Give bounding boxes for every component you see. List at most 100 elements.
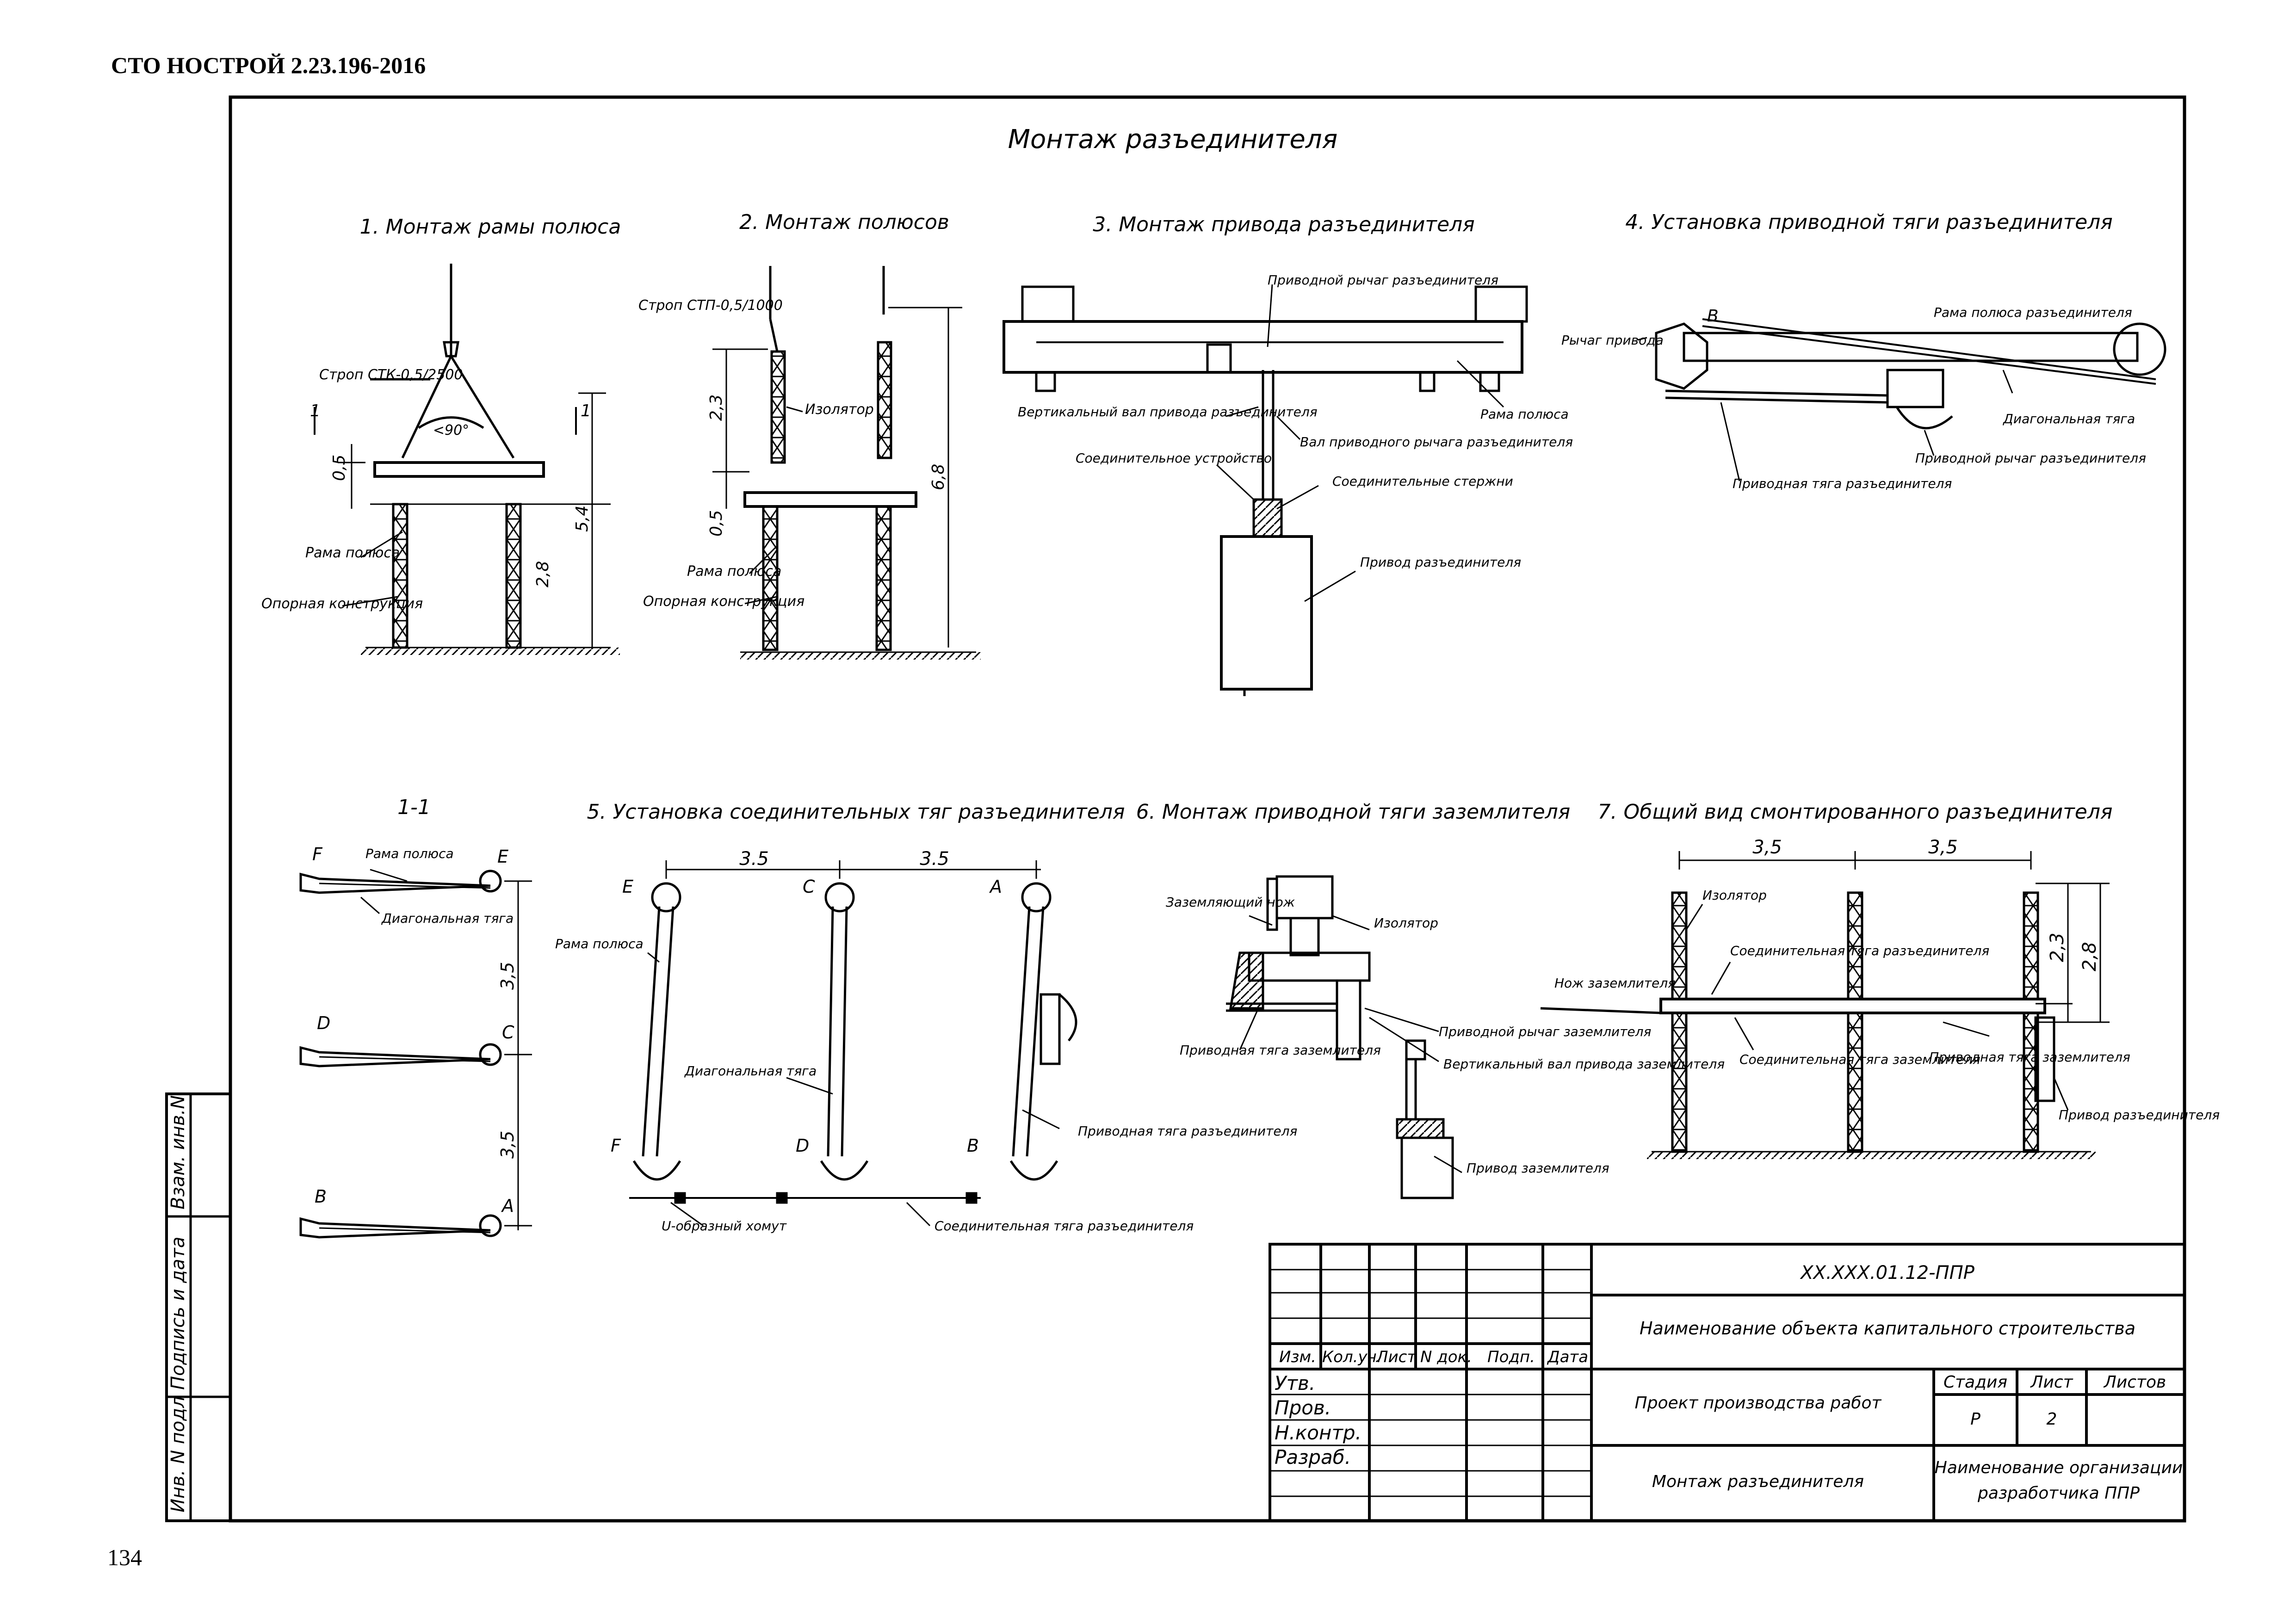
fig11-letter-d: D [317, 1013, 330, 1033]
fig7-earth-knife: Нож заземлителя [1554, 975, 1676, 991]
fig1-dim-28: 2,8 [533, 561, 552, 587]
tb-stage: Р [1970, 1410, 1980, 1429]
fig6-drive: Привод заземлителя [1467, 1160, 1609, 1176]
fig5-dim-1: 3.5 [739, 848, 769, 870]
fig5-diagonal: Диагональная тяга [684, 1063, 817, 1079]
tb-role-utv: Утв. [1275, 1372, 1315, 1395]
fig11-letter-a: A [501, 1196, 514, 1216]
fig4-point: В [1707, 307, 1719, 326]
fig2-pole-assembly [712, 266, 981, 660]
fig4-drive-rod [1637, 318, 2166, 481]
fig4-frame: Рама полюса разъединителя [1934, 305, 2132, 320]
fig1-section-right: 1 [581, 401, 591, 420]
fig7-drive: Привод разъединителя [2059, 1107, 2220, 1123]
fig1-dim-54: 5,4 [573, 506, 592, 532]
fig4-drive-rod: Приводная тяга разъединителя [1733, 476, 1952, 491]
fig6-drive-rod: Приводная тяга заземлителя [1180, 1043, 1381, 1058]
title-block [1269, 1243, 2186, 1522]
tb-col-data: Дата [1547, 1348, 1588, 1366]
fig2-sling: Строп СТП-0,5/1000 [638, 297, 783, 314]
side-stamp-repl: Взам. инв.N [167, 1095, 189, 1210]
sheet-frame [229, 95, 2186, 1523]
fig5-letter-b: B [967, 1135, 979, 1156]
tb-object: Наименование объекта капитального строит… [1640, 1318, 2135, 1339]
fig7-earth-link: Соединительная тяга заземлителя [1739, 1052, 1980, 1067]
fig11-frame: Рама полюса [365, 846, 454, 861]
fig2-dim-68: 6,8 [929, 464, 948, 490]
fig6-knife: Заземляющий нож [1166, 895, 1295, 910]
fig11-letter-e: E [497, 846, 508, 867]
page-number: 134 [107, 1544, 142, 1570]
fig1-angle: <90° [433, 422, 469, 438]
tb-sheet-header: Лист [2030, 1373, 2073, 1392]
tb-sheets-header: Листов [2103, 1373, 2166, 1392]
fig5-letter-a: A [989, 876, 1002, 897]
tb-col-kol: Кол.уч. [1322, 1348, 1382, 1366]
tb-org-2: разработчика ППР [1977, 1484, 2140, 1503]
fig3-coupling: Соединительное устройство [1076, 450, 1272, 466]
side-stamp [165, 1092, 232, 1522]
fig3-lever-shaft: Вал приводного рычага разъединителя [1300, 434, 1573, 450]
side-stamp-inv: Инв. N подл [167, 1396, 189, 1512]
fig5-letter-d: D [796, 1135, 809, 1156]
tb-project: Проект производства работ [1635, 1394, 1882, 1413]
fig5-letter-f: F [611, 1135, 621, 1156]
fig6-title: 6. Монтаж приводной тяги заземлителя [1136, 800, 1571, 824]
fig5-letter-e: E [622, 876, 633, 897]
fig3-drive-lever: Приводной рычаг разъединителя [1268, 272, 1498, 288]
fig6-insulator: Изолятор [1374, 915, 1438, 931]
fig7-earth-rod: Приводная тяга заземлителя [1929, 1049, 2130, 1065]
fig2-dim-23: 2,3 [707, 395, 726, 421]
fig11-letter-c: C [502, 1022, 514, 1043]
fig11-section [299, 869, 532, 1239]
fig5-link-rod: Соединительная тяга разъединителя [934, 1218, 1194, 1234]
fig4-title: 4. Установка приводной тяги разъединител… [1625, 210, 2112, 234]
tb-col-ndoc: N док. [1420, 1348, 1472, 1366]
fig1-frame-assembly [314, 264, 620, 655]
fig11-dim-2: 3,5 [497, 1131, 518, 1159]
fig11-title: 1-1 [397, 796, 431, 819]
tb-drawing: Монтаж разъединителя [1652, 1472, 1864, 1491]
fig1-dim-05: 0,5 [330, 455, 349, 481]
tb-role-razrab: Разраб. [1275, 1446, 1351, 1469]
tb-sheet: 2 [2047, 1410, 2057, 1429]
fig3-title: 3. Монтаж привода разъединителя [1093, 213, 1474, 236]
fig7-dim-1: 3,5 [1752, 837, 1782, 858]
fig2-support: Опорная конструкция [643, 593, 805, 610]
fig5-drive-rod: Приводная тяга разъединителя [1078, 1123, 1297, 1139]
fig7-link-rod: Соединительная тяга разъединителя [1730, 943, 1989, 958]
tb-code: ХХ.ХХХ.01.12-ППР [1800, 1262, 1975, 1284]
tb-col-podp: Подп. [1487, 1348, 1535, 1366]
side-stamp-sign: Подпись и дата [167, 1237, 189, 1390]
fig11-letter-f: F [312, 844, 323, 864]
fig5-link-rods [629, 860, 1077, 1227]
fig2-insulator: Изолятор [805, 401, 874, 418]
fig5-clamp: U-образный хомут [662, 1218, 787, 1234]
fig1-support: Опорная конструкция [261, 596, 423, 612]
fig11-diagonal: Диагональная тяга [381, 911, 514, 926]
fig1-sling: Строп СТК-0,5/2500 [319, 367, 463, 383]
tb-org-1: Наименование организации [1935, 1458, 2183, 1477]
fig1-title: 1. Монтаж рамы полюса [360, 215, 621, 239]
fig4-drive-lever: Приводной рычаг разъединителя [1915, 450, 2146, 466]
fig3-rods: Соединительные стержни [1332, 474, 1513, 489]
tb-col-izm: Изм. [1279, 1348, 1316, 1366]
fig1-section-left: 1 [310, 401, 321, 420]
fig7-dim-2: 3,5 [1928, 837, 1958, 858]
fig3-vertical-shaft: Вертикальный вал привода разъединителя [1018, 404, 1318, 420]
fig7-dim-4: 2,8 [2079, 942, 2100, 971]
fig11-letter-b: B [315, 1186, 327, 1207]
fig5-frame: Рама полюса [555, 936, 644, 951]
fig7-insulator: Изолятор [1702, 888, 1767, 903]
fig3-drive-assembly [1003, 284, 1528, 696]
fig7-title: 7. Общий вид смонтированного разъедините… [1598, 800, 2113, 824]
fig6-earth-rod [1226, 875, 1462, 1199]
fig7-general-view [1540, 851, 2110, 1159]
fig2-dim-05: 0,5 [707, 510, 726, 537]
tb-role-prov: Пров. [1275, 1396, 1331, 1419]
fig11-dim-1: 3,5 [497, 962, 518, 990]
fig4-diagonal: Диагональная тяга [2002, 411, 2135, 426]
standard-header: СТО НОСТРОЙ 2.23.196-2016 [111, 52, 426, 78]
fig1-frame: Рама полюса [305, 545, 400, 561]
